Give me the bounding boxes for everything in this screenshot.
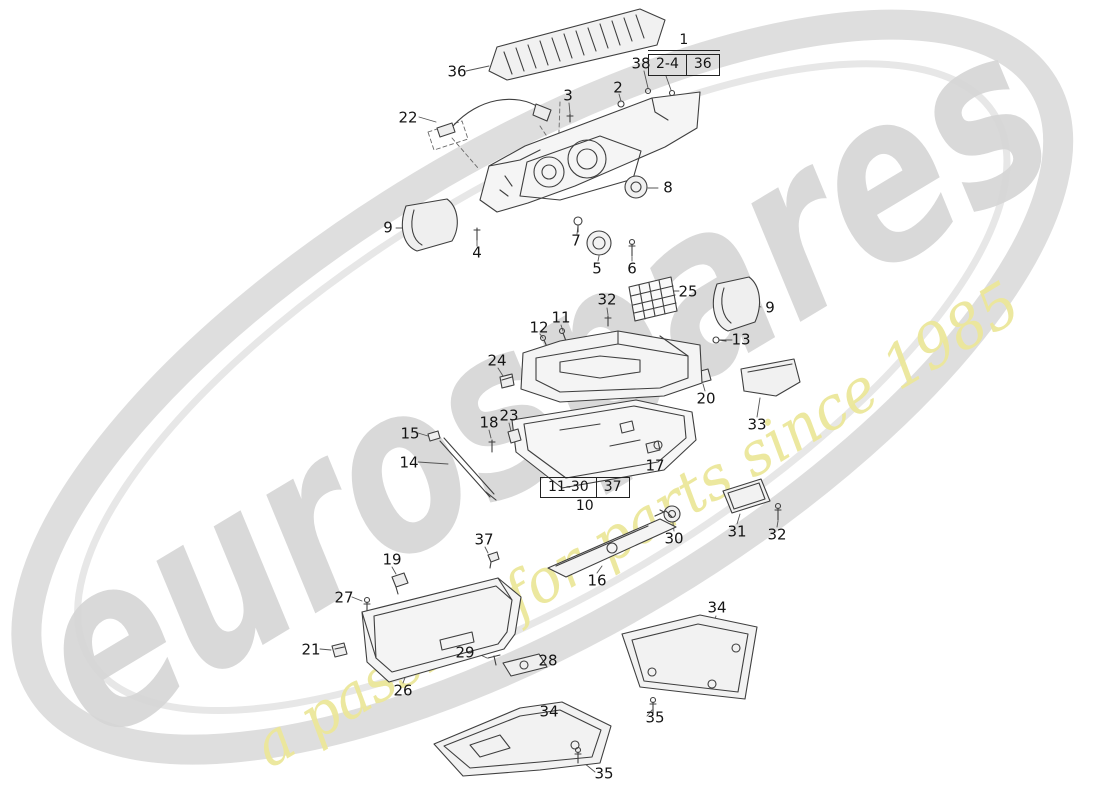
part-21-clip — [331, 642, 348, 658]
part-18-screw — [488, 439, 496, 453]
part-7-bolt — [573, 216, 583, 233]
part-23-clip — [507, 428, 522, 444]
part-10-housing — [520, 330, 703, 403]
part-15-pin — [427, 430, 441, 442]
part-24-clip — [499, 373, 515, 389]
part-1-panel — [479, 91, 701, 213]
part-19-bracket — [391, 572, 409, 595]
part-33-bracket — [740, 358, 801, 397]
part-14-strut — [439, 437, 497, 501]
part-22-cable — [436, 98, 552, 138]
part-35-screw-bottom — [574, 746, 582, 764]
part-4-screw — [473, 227, 481, 241]
part-10-tray — [511, 399, 697, 489]
part-31-card — [722, 478, 771, 514]
part-32-screw-right — [774, 502, 782, 521]
part-34-right-trim — [621, 614, 758, 700]
part-25-mesh — [628, 276, 678, 322]
part-13-screw — [712, 336, 727, 344]
part-6-screw — [628, 238, 636, 257]
part-9-right-cap — [712, 276, 761, 332]
diagram-line-art — [319, 8, 801, 777]
part-35-screw-right — [649, 696, 657, 714]
part-37-hook — [487, 551, 500, 569]
part-28-latch — [502, 653, 548, 677]
part-9-left-cap — [401, 198, 458, 252]
part-screws-top — [566, 87, 676, 123]
part-32-screw-top — [604, 315, 612, 327]
part-8-knob — [624, 175, 648, 199]
part-16-bar — [547, 510, 677, 578]
part-5-cup — [586, 230, 612, 256]
part-26-door — [361, 577, 522, 683]
part-36-cover — [488, 8, 666, 81]
part-17-cylinder — [645, 440, 663, 454]
part-34-bottom-trim — [433, 701, 612, 777]
part-29-pin — [487, 654, 501, 666]
